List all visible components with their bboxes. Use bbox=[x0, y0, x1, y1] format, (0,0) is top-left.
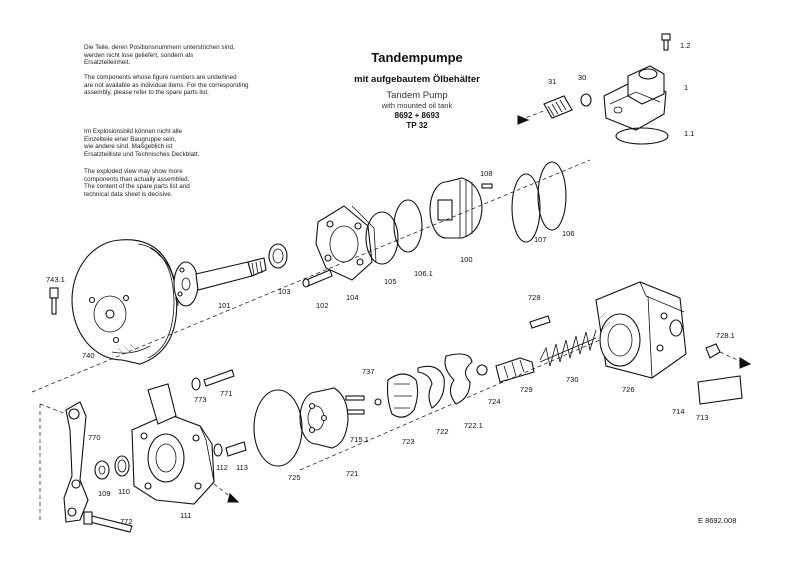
callout-722-1: 722.1 bbox=[464, 421, 483, 430]
callout-721: 721 bbox=[346, 469, 359, 478]
oring-105 bbox=[365, 211, 399, 265]
oring-30 bbox=[580, 93, 592, 107]
pin-737 bbox=[374, 398, 382, 406]
diagram-title: Tandempumpe bbox=[371, 50, 463, 65]
callout-714: 714 bbox=[672, 407, 685, 416]
title-block: Tandempumpe mit aufgebautem Ölbehälter T… bbox=[322, 50, 512, 131]
ring-722 bbox=[417, 365, 445, 409]
callout-771: 771 bbox=[220, 389, 233, 398]
callout-1: 1 bbox=[684, 83, 688, 92]
spring-730 bbox=[539, 329, 597, 367]
seal-103 bbox=[268, 243, 288, 269]
callout-724: 724 bbox=[488, 397, 501, 406]
diagram-title-en: Tandem Pump bbox=[386, 90, 448, 101]
bolt-743-1 bbox=[49, 287, 59, 315]
bracket-770 bbox=[63, 401, 89, 523]
diagram-subtitle-en: with mounted oil tank bbox=[381, 101, 453, 110]
callout-111: 111 bbox=[180, 511, 191, 520]
callout-713: 713 bbox=[696, 413, 709, 422]
washer-773 bbox=[191, 377, 201, 391]
housing-111 bbox=[131, 383, 215, 505]
callout-113: 113 bbox=[236, 463, 248, 472]
oring-1-1 bbox=[615, 127, 669, 145]
gear-721 bbox=[299, 387, 349, 449]
callout-101: 101 bbox=[218, 301, 231, 310]
callout-743-1: 743.1 bbox=[46, 275, 65, 284]
housing-726 bbox=[595, 281, 687, 379]
washer-109 bbox=[94, 460, 110, 480]
callout-104: 104 bbox=[346, 293, 359, 302]
model-number: 8692 + 8693 bbox=[394, 111, 440, 120]
note-underlined-de: Die Teile, deren Positionsnummern unters… bbox=[84, 44, 235, 67]
callout-100: 100 bbox=[460, 255, 473, 264]
callout-772: 772 bbox=[120, 517, 133, 526]
plug-728-1 bbox=[705, 343, 721, 359]
callout-726: 726 bbox=[622, 385, 635, 394]
callout-1-2: 1.2 bbox=[680, 41, 690, 50]
tank-cover-1 bbox=[603, 65, 667, 131]
plate-713 bbox=[697, 375, 743, 405]
callout-722: 722 bbox=[436, 427, 449, 436]
oring-106-1 bbox=[393, 199, 423, 253]
pins-715-1 bbox=[345, 395, 365, 415]
shaft-101 bbox=[173, 257, 267, 307]
callout-112: 112 bbox=[216, 463, 228, 472]
callout-730: 730 bbox=[566, 375, 579, 384]
callout-105: 105 bbox=[384, 277, 397, 286]
seal-110 bbox=[114, 455, 130, 477]
drawing-number: E 8692.008 bbox=[698, 516, 737, 525]
callout-31: 31 bbox=[548, 77, 556, 86]
callout-737: 737 bbox=[362, 367, 375, 376]
callout-723: 723 bbox=[402, 437, 415, 446]
callout-729: 729 bbox=[520, 385, 533, 394]
callout-725: 725 bbox=[288, 473, 301, 482]
callout-109: 109 bbox=[98, 489, 111, 498]
bolt-771 bbox=[203, 369, 235, 387]
callout-715-1: 715.1 bbox=[350, 435, 369, 444]
fitting-112-113 bbox=[213, 441, 247, 457]
rotor-723 bbox=[386, 373, 419, 418]
callout-110: 110 bbox=[118, 487, 130, 496]
callout-107: 107 bbox=[534, 235, 547, 244]
diagram-subtitle-de: mit aufgebautem Ölbehälter bbox=[354, 74, 480, 85]
oring-106 bbox=[537, 161, 567, 231]
callout-106-1: 106.1 bbox=[414, 269, 433, 278]
fitting-31 bbox=[543, 95, 573, 119]
callout-1-1: 1.1 bbox=[684, 129, 694, 138]
flange-104 bbox=[315, 205, 377, 281]
callout-102: 102 bbox=[316, 301, 329, 310]
callout-728: 728 bbox=[528, 293, 541, 302]
bolt-102 bbox=[302, 269, 333, 288]
note-exploded-en: The exploded view may show more componen… bbox=[84, 168, 190, 198]
note-underlined-en: The components whose figure numbers are … bbox=[84, 74, 249, 97]
callout-106: 106 bbox=[562, 229, 575, 238]
pulley-740 bbox=[71, 239, 179, 365]
callout-773: 773 bbox=[194, 395, 207, 404]
housing-100 bbox=[429, 177, 483, 239]
oring-107 bbox=[511, 173, 541, 243]
oring-725 bbox=[253, 389, 303, 467]
callout-103: 103 bbox=[278, 287, 291, 296]
callout-740: 740 bbox=[82, 351, 95, 360]
callout-728-1: 728.1 bbox=[716, 331, 735, 340]
screw-1-2 bbox=[661, 33, 671, 51]
callout-770: 770 bbox=[88, 433, 101, 442]
pump-type: TP 32 bbox=[406, 121, 428, 130]
plate-722-1 bbox=[444, 353, 473, 405]
callout-108: 108 bbox=[480, 169, 493, 178]
valve-729 bbox=[495, 357, 535, 383]
pin-108 bbox=[481, 183, 493, 189]
note-exploded-de: Im Explosionsbild können nicht alle Einz… bbox=[84, 128, 200, 158]
pin-728 bbox=[529, 315, 551, 329]
callout-30: 30 bbox=[578, 73, 586, 82]
bolt-772 bbox=[83, 511, 133, 533]
ball-724 bbox=[476, 364, 488, 376]
